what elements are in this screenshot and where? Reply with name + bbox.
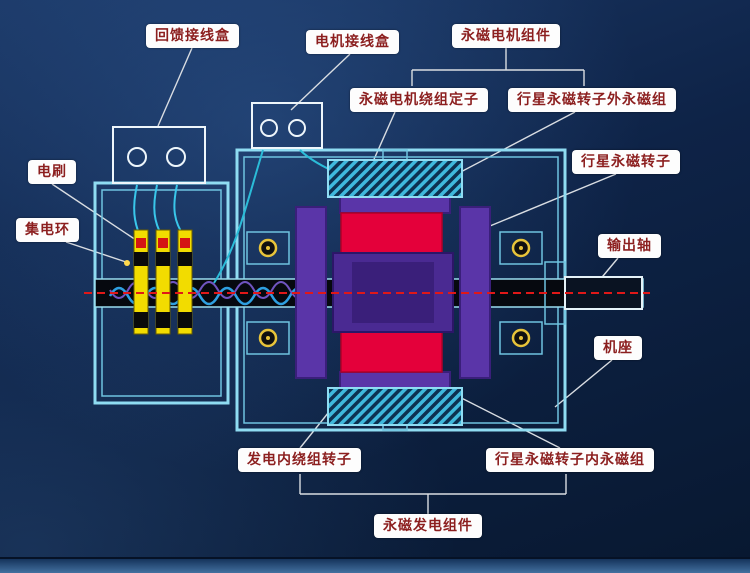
motor-junction-box [251,102,323,149]
outer-magnet-top [340,212,443,254]
label-brush: 电刷 [28,160,76,184]
label-pm-motor-assembly: 永磁电机组件 [452,24,560,48]
bearing [246,321,290,355]
brushes [136,238,190,248]
slip-ring-assembly [133,184,193,335]
label-generator-inner-winding-rotor: 发电内绕组转子 [238,448,361,472]
label-output-shaft: 输出轴 [598,234,661,258]
output-shaft [564,276,643,310]
stator-top [327,159,463,198]
bearing [499,321,543,355]
label-planetary-pm-rotor: 行星永磁转子 [572,150,680,174]
slip-ring-bands [134,252,192,328]
bearing [499,231,543,265]
table-edge-strip [0,557,750,573]
bearing [246,231,290,265]
label-pm-generator-assembly: 永磁发电组件 [374,514,482,538]
stator-bottom [327,387,463,426]
label-feedback-junction-box: 回馈接线盒 [146,24,239,48]
brush-wires [133,184,185,237]
label-planetary-rotor-inner-magnets: 行星永磁转子内永磁组 [486,448,654,472]
feedback-junction-box [112,126,206,184]
label-planetary-rotor-outer-magnets: 行星永磁转子外永磁组 [508,88,676,112]
label-slip-ring: 集电环 [16,218,79,242]
stators [327,149,463,431]
label-frame: 机座 [594,336,642,360]
generator-inner-rotor-hub [332,252,454,333]
inner-magnet-bottom [340,331,443,373]
bearings [246,231,566,355]
machine [84,102,650,432]
label-motor-junction-box: 电机接线盒 [306,30,399,54]
label-pm-motor-winding-stator: 永磁电机绕组定子 [350,88,488,112]
